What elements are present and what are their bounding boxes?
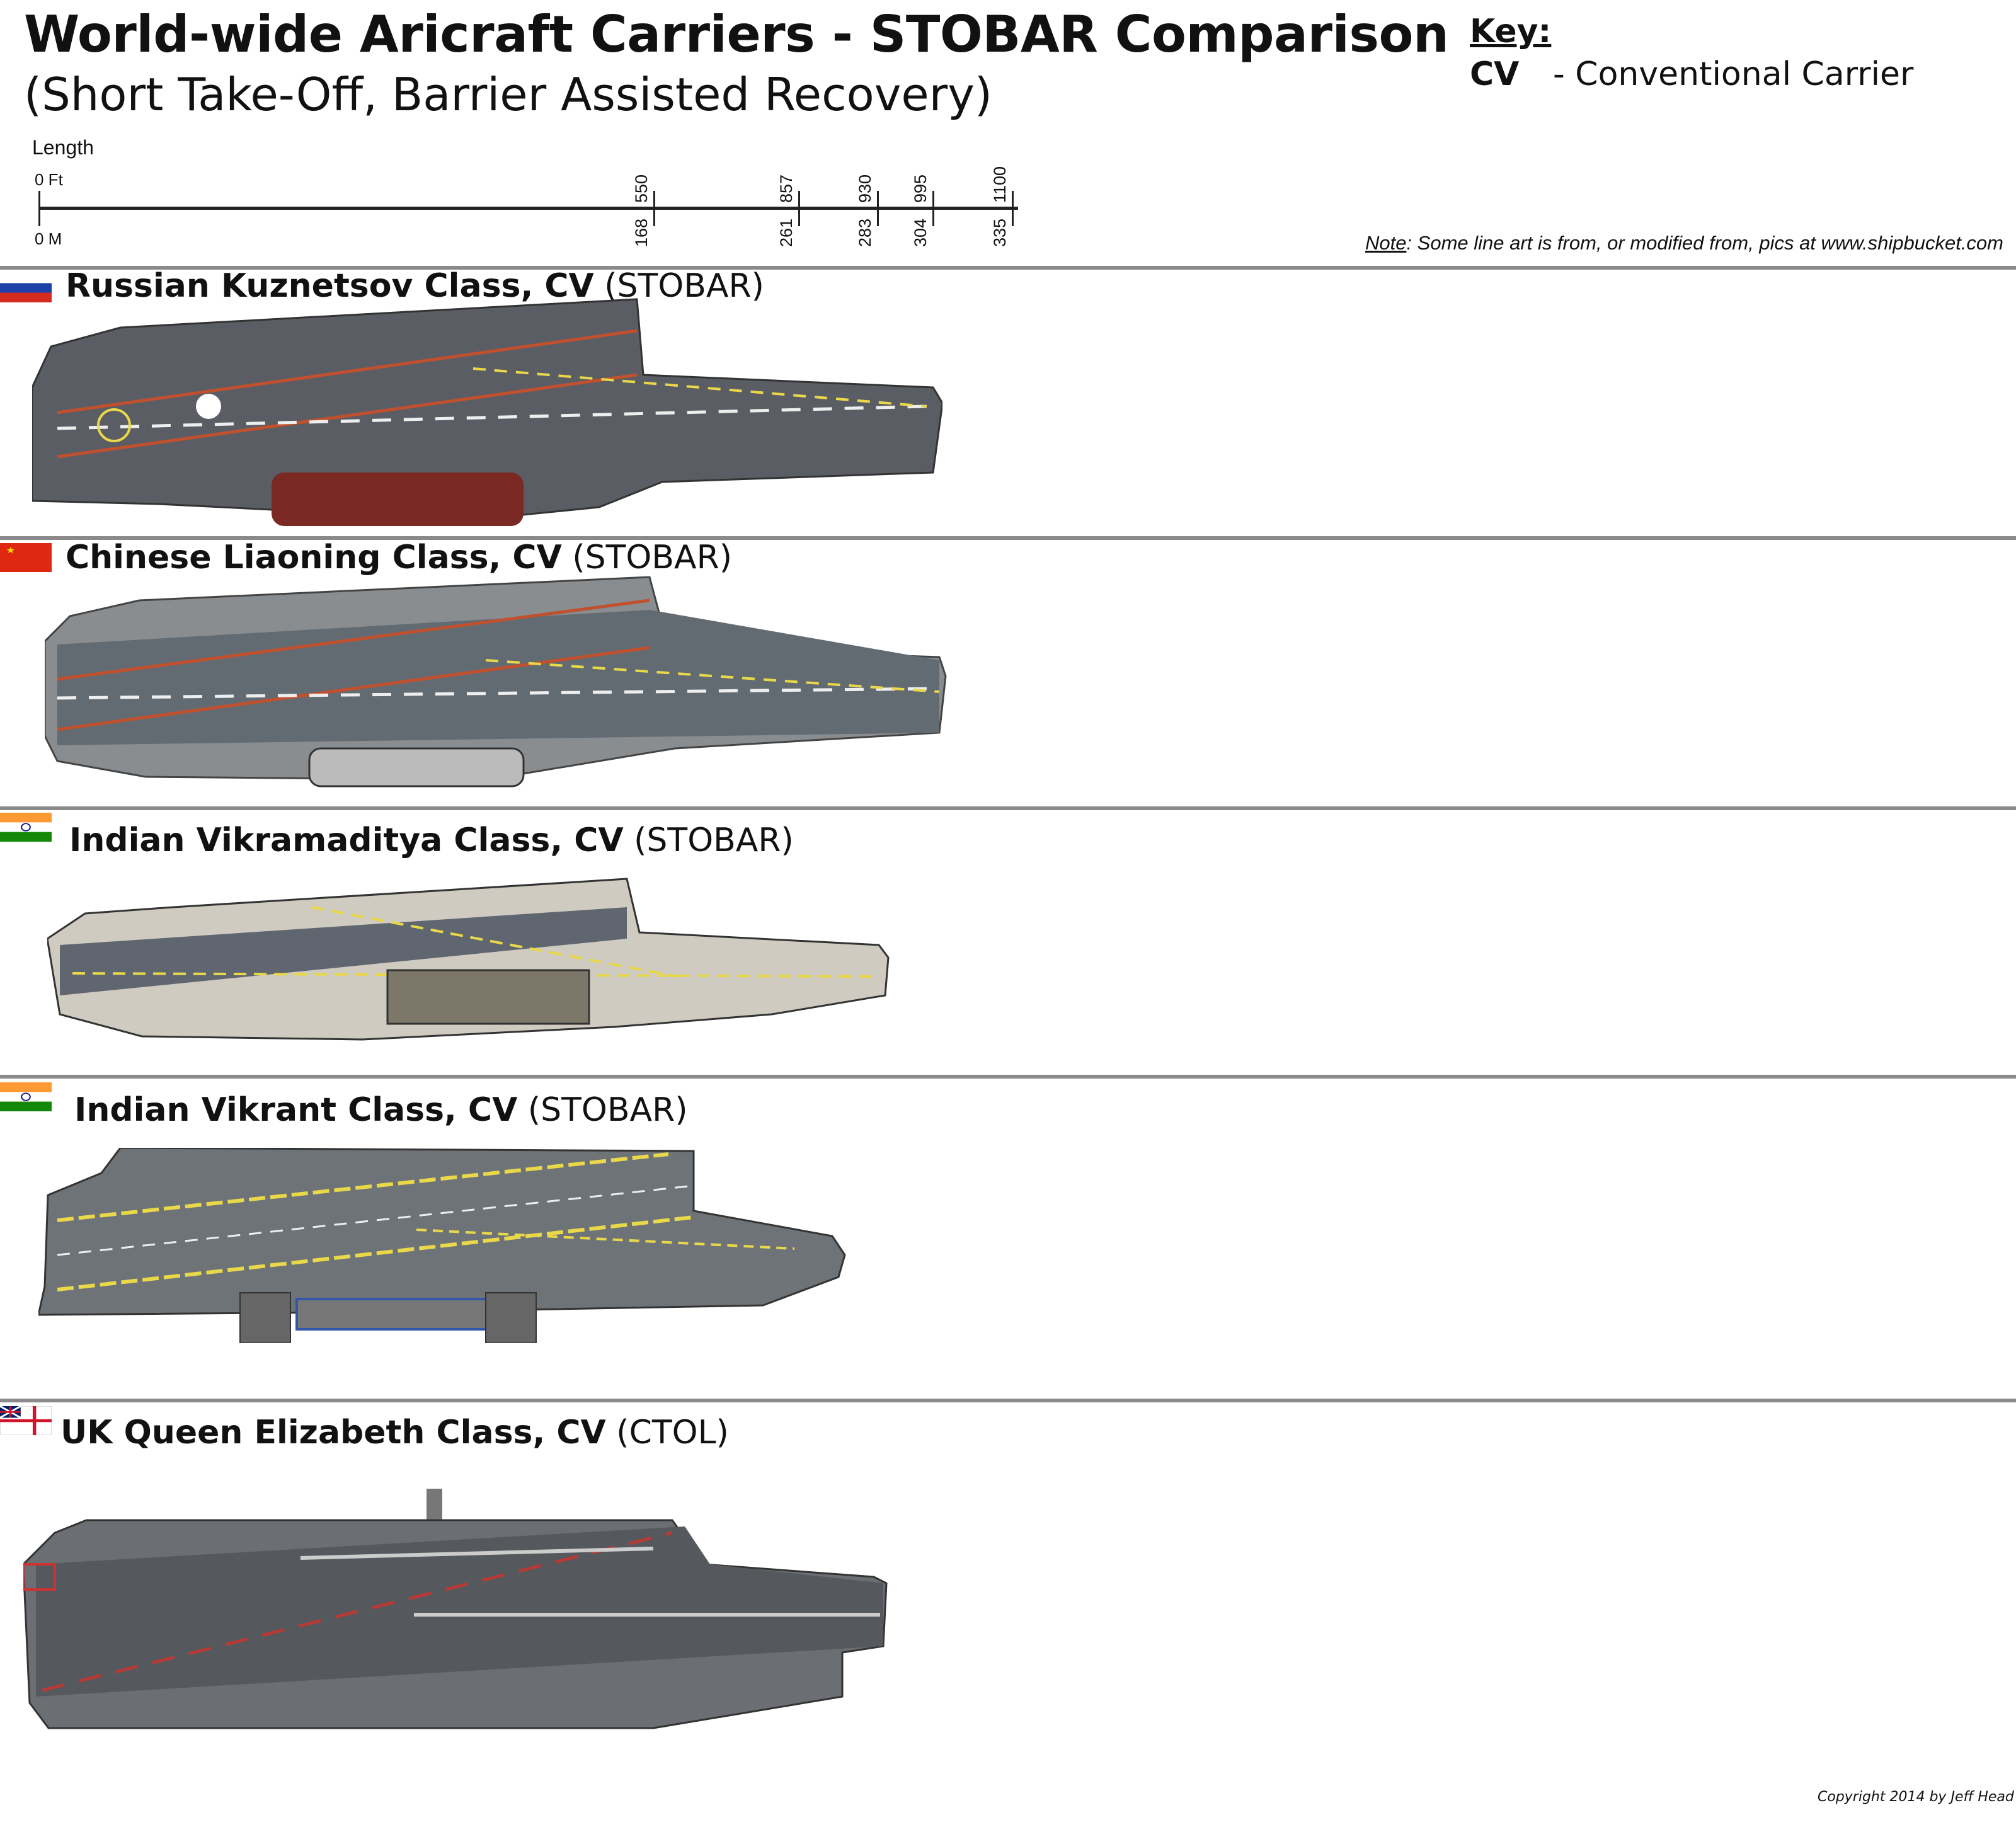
scale-tick — [798, 191, 800, 226]
queen-elizabeth-ship-drawing — [23, 1489, 888, 1729]
key-description: - Conventional Carrier — [1553, 55, 1914, 93]
note-text: : Some line art is from, or modified fro… — [1406, 232, 2003, 254]
ship-name: Chinese Liaoning Class, CV — [66, 539, 562, 576]
scale-tick — [653, 191, 655, 226]
svg-text:★: ★ — [6, 545, 16, 555]
ship-name: Russian Kuznetsov Class, CV — [66, 267, 594, 305]
scale-tick-ft-label: 550 — [632, 174, 651, 203]
scale-tick-zero — [38, 191, 40, 226]
scale-tick — [877, 191, 879, 226]
page-subtitle: (Short Take-Off, Barrier Assisted Recove… — [24, 68, 992, 121]
note-prefix: Note — [1365, 232, 1407, 254]
uk-white-ensign-flag-icon — [0, 1406, 52, 1435]
vikramaditya-ship-drawing — [47, 878, 890, 1041]
ship-heading-liaoning: Chinese Liaoning Class, CV (STOBAR) — [66, 539, 732, 576]
india-flag-icon — [0, 1082, 52, 1111]
scale-tick-ft-label: 1100 — [990, 166, 1009, 203]
china-flag-icon: ★ — [0, 543, 52, 572]
ship-type: (STOBAR) — [527, 1091, 688, 1129]
scale-tick-m-label: 168 — [632, 218, 651, 247]
scale-tick-m-label: 304 — [911, 218, 930, 247]
length-scale-bar — [38, 207, 1018, 210]
vikrant-ship-drawing — [38, 1148, 846, 1343]
scale-zero-ft: 0 Ft — [35, 170, 63, 189]
page-title: World-wide Aricraft Carriers - STOBAR Co… — [24, 5, 1449, 64]
divider — [0, 536, 2016, 540]
ship-type: (STOBAR) — [604, 267, 764, 305]
copyright: Copyright 2014 by Jeff Head — [1818, 1789, 2014, 1805]
ship-heading-vikrant: Indian Vikrant Class, CV (STOBAR) — [74, 1091, 688, 1129]
russia-flag-icon — [0, 273, 52, 302]
scale-tick-ft-label: 995 — [911, 174, 930, 203]
kuznetsov-ship-drawing — [32, 298, 942, 526]
scale-tick-m-label: 283 — [856, 218, 874, 247]
ship-type: (STOBAR) — [634, 822, 794, 859]
divider — [0, 806, 2016, 810]
ship-type: (CTOL) — [616, 1414, 729, 1452]
ship-heading-queen-elizabeth: UK Queen Elizabeth Class, CV (CTOL) — [60, 1414, 729, 1452]
ship-heading-vikramaditya: Indian Vikramaditya Class, CV (STOBAR) — [69, 822, 794, 859]
scale-tick — [1012, 191, 1014, 226]
divider — [0, 266, 2016, 270]
scale-tick — [932, 191, 934, 226]
ship-name: Indian Vikramaditya Class, CV — [69, 822, 624, 859]
divider — [0, 1075, 2016, 1079]
key-label: Key: — [1470, 13, 1552, 50]
scale-tick-ft-label: 857 — [777, 174, 796, 203]
scale-tick-ft-label: 930 — [856, 174, 874, 203]
scale-tick-m-label: 261 — [777, 218, 796, 247]
india-flag-icon — [0, 813, 52, 842]
ship-heading-kuznetsov: Russian Kuznetsov Class, CV (STOBAR) — [66, 267, 764, 305]
scale-tick-m-label: 335 — [990, 218, 1009, 247]
divider — [0, 1399, 2016, 1402]
note: Note: Some line art is from, or modified… — [1365, 232, 2003, 255]
ship-name: Indian Vikrant Class, CV — [74, 1091, 518, 1129]
key-abbr: CV — [1470, 55, 1520, 93]
ship-type: (STOBAR) — [572, 539, 733, 576]
ship-name: UK Queen Elizabeth Class, CV — [60, 1414, 606, 1452]
liaoning-ship-drawing — [45, 576, 947, 788]
scale-label: Length — [32, 136, 94, 159]
scale-zero-m: 0 M — [35, 229, 62, 248]
